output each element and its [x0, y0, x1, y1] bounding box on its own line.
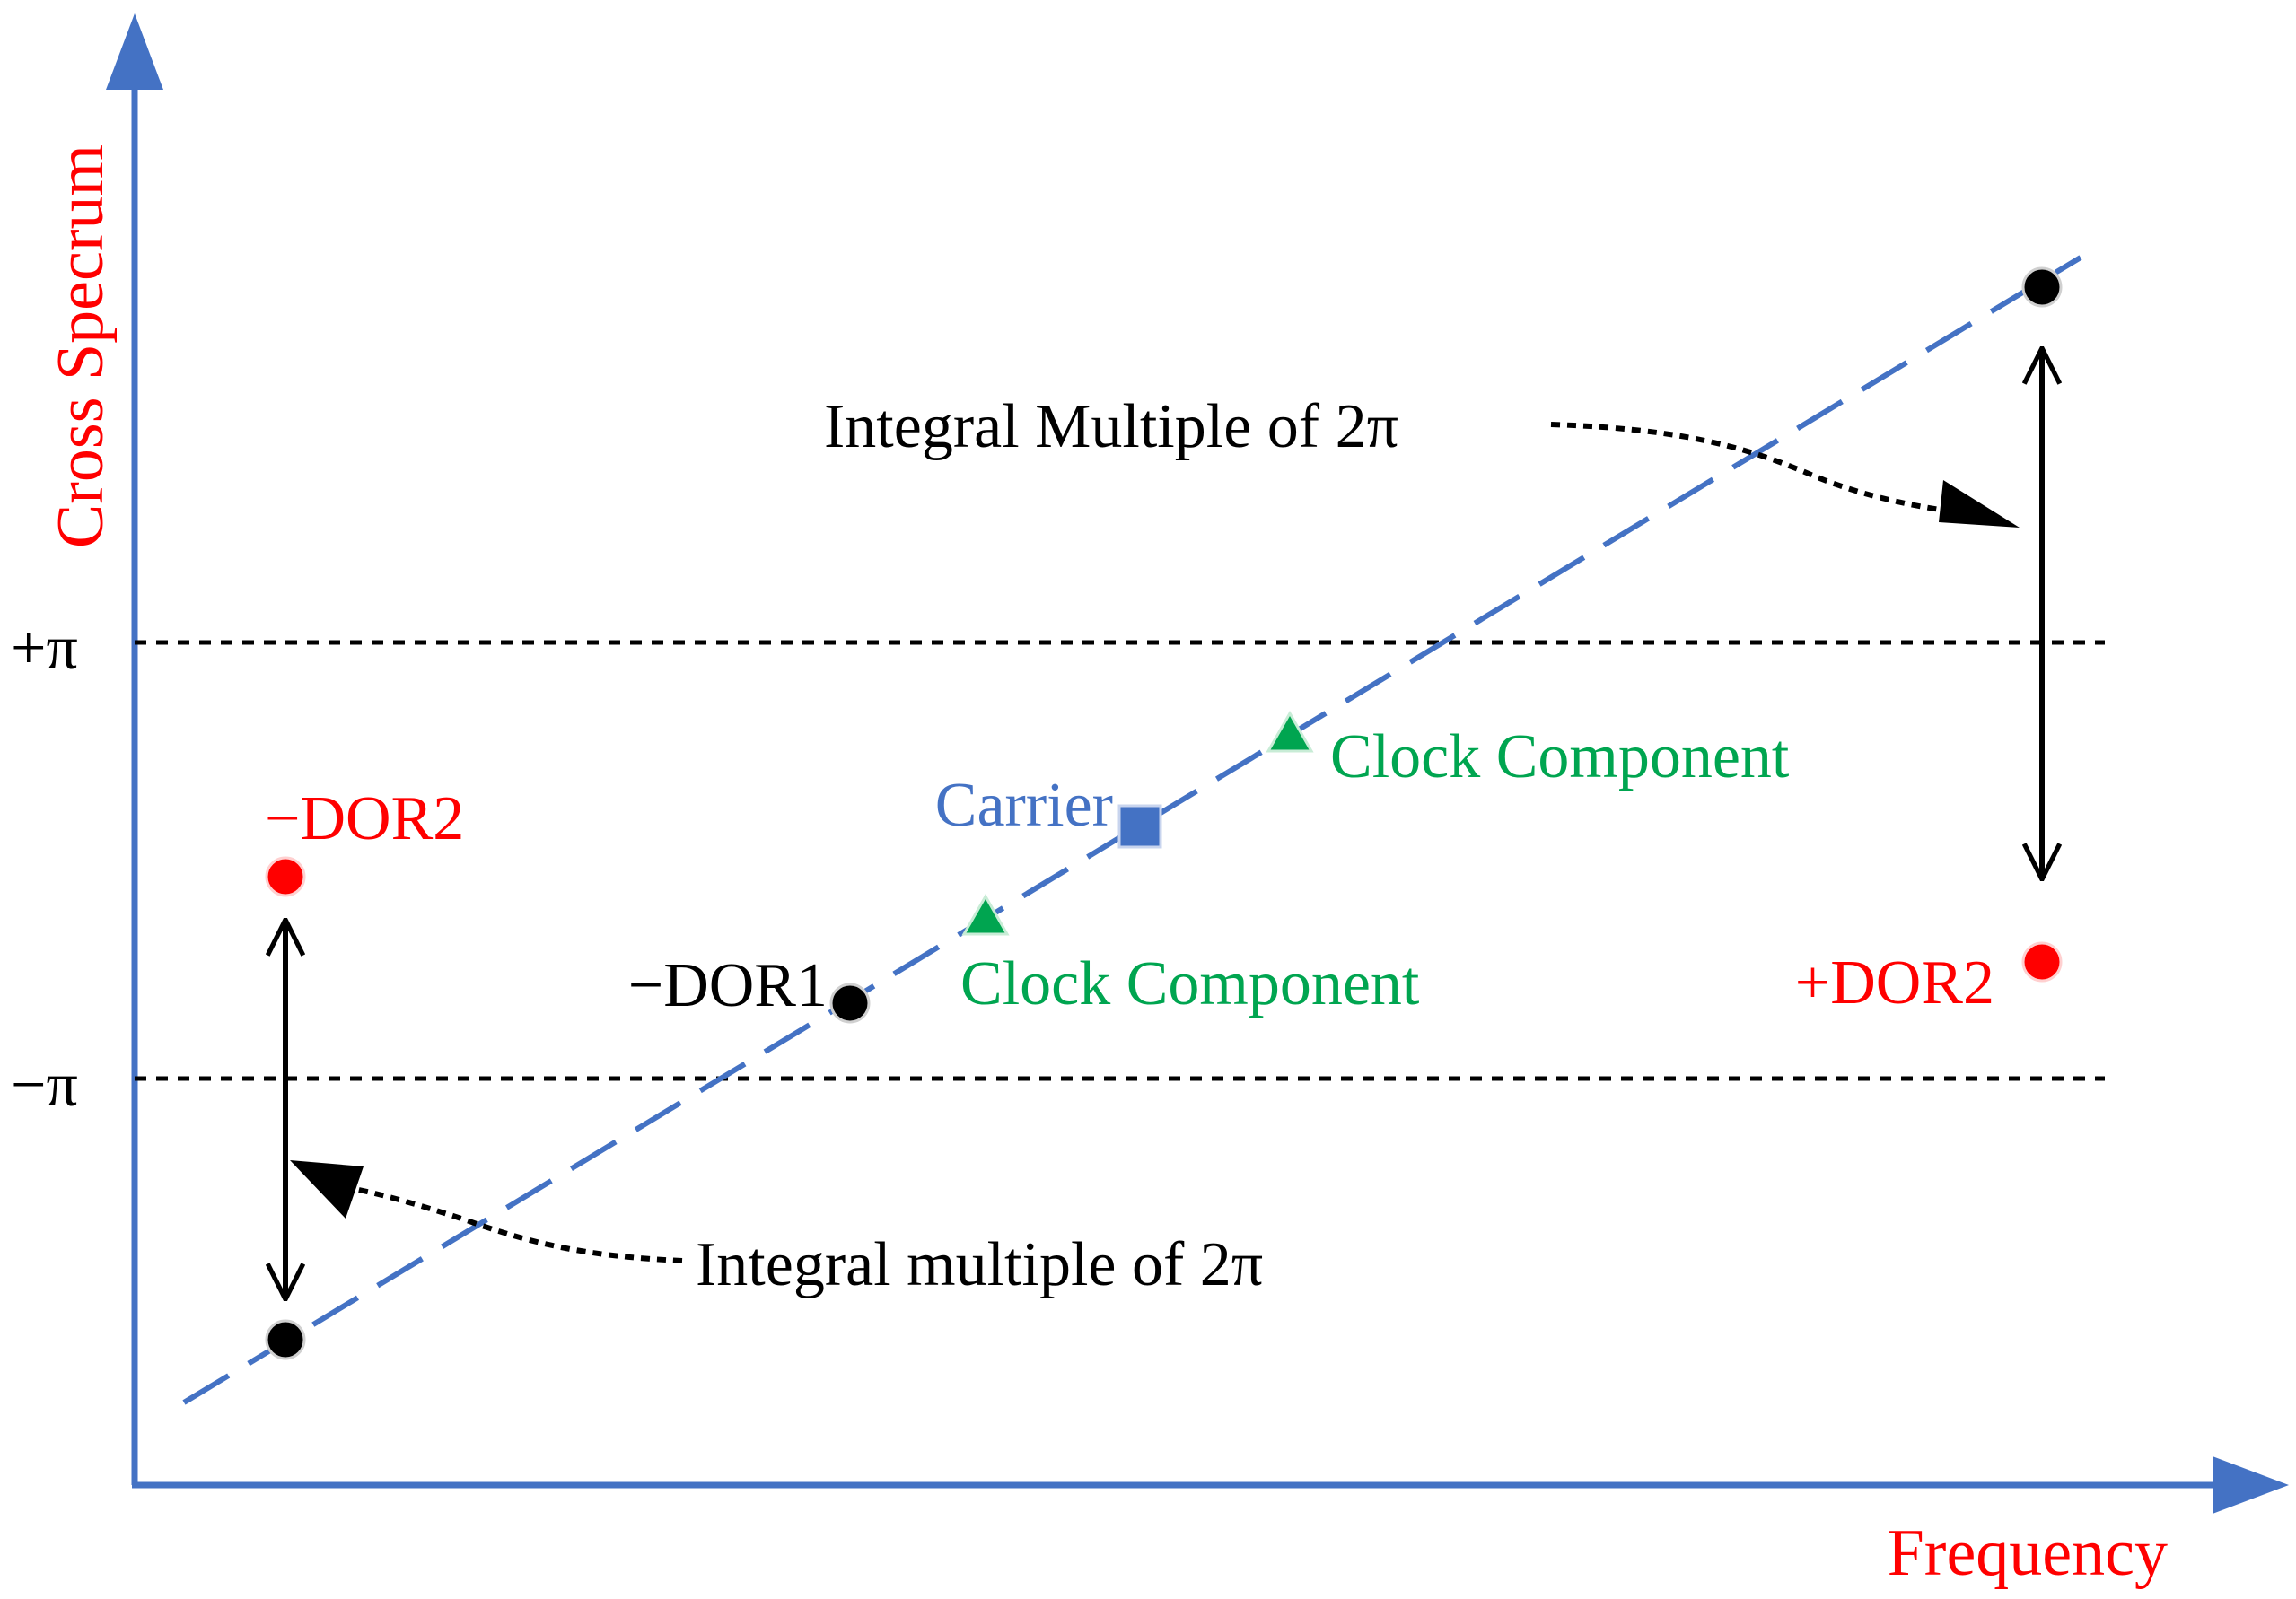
y-axis-arrowhead: [106, 13, 163, 90]
minus-pi-label: −π: [11, 1051, 78, 1120]
plus-dor2-point: [2021, 941, 2063, 983]
carrier-point: [1117, 804, 1162, 849]
x-axis: [132, 1456, 2289, 1514]
top-right-point: [2021, 266, 2063, 308]
plus-dor2-label: +DOR2: [1795, 948, 1994, 1018]
x-axis-arrowhead: [2213, 1456, 2289, 1514]
phase-line: [182, 255, 2082, 1405]
y-axis-label: Cross Specrum: [44, 144, 118, 548]
minus-dor2-point: [265, 856, 306, 897]
minus-dor2-label: −DOR2: [265, 784, 464, 853]
integral-lower-arrowhead: [290, 1160, 364, 1219]
y-axis: [106, 13, 163, 1485]
integral-multiple-lower-label: Integral multiple of 2π: [696, 1230, 1263, 1299]
integral-upper-curved-arrow: [1550, 422, 1953, 514]
clock-component-upper-point: [1266, 710, 1314, 753]
plus-pi-label: +π: [11, 614, 78, 683]
integral-multiple-upper-label: Integral Multiple of 2π: [824, 392, 1398, 461]
integral-lower-curved-arrow: [354, 1186, 683, 1263]
clock-component-lower-label: Clock Component: [960, 949, 1420, 1018]
carrier-label: Carrier: [935, 771, 1113, 840]
clock-component-upper-label: Clock Component: [1330, 722, 1790, 791]
clock-component-lower-point: [961, 893, 1010, 936]
minus-dor1-label: −DOR1: [628, 951, 828, 1020]
minus-dor1-point: [829, 983, 871, 1024]
x-axis-label: Frequency: [1888, 1516, 2168, 1590]
bottom-left-point: [265, 1319, 306, 1360]
integral-upper-arrowhead: [1939, 480, 2020, 528]
